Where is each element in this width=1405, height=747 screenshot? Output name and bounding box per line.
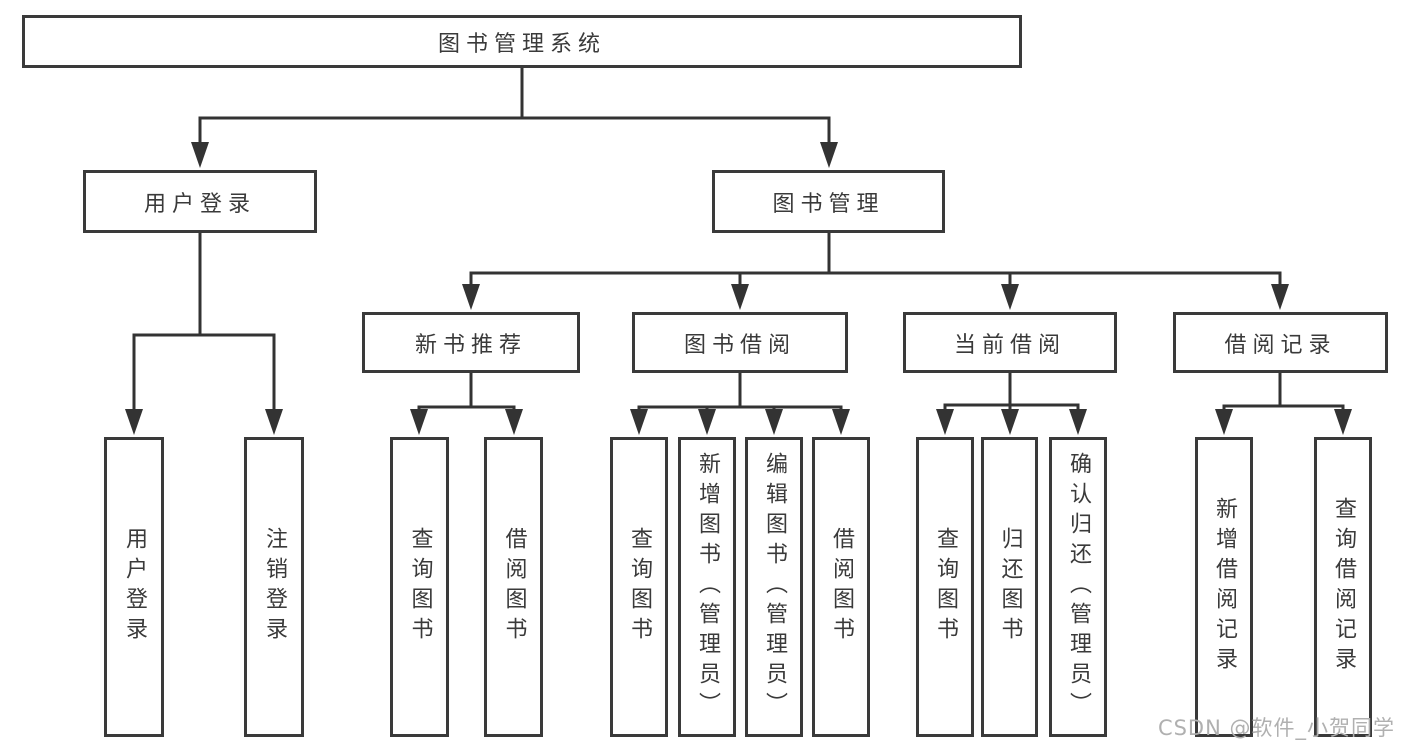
leaf-return-books-label: 归还图书 [997, 527, 1023, 647]
node-user-login-label: 用户登录 [143, 191, 256, 217]
connector-borrow-record-to-leaves [1222, 373, 1345, 410]
leaf-add-borrow-record: 新增借阅记录 [1195, 437, 1253, 737]
leaf-query-books-borrowing: 查询图书 [610, 437, 668, 737]
node-borrowing-records: 借阅记录 [1173, 312, 1388, 373]
leaf-confirm-return-admin: 确认归还（管理员） [1049, 437, 1107, 737]
leaf-borrow-books-recommend-label: 借阅图书 [501, 527, 527, 647]
leaf-query-books-recommend-label: 查询图书 [407, 527, 433, 647]
leaf-logout: 注销登录 [244, 437, 304, 737]
node-root-system-label: 图书管理系统 [437, 31, 606, 57]
leaf-borrow-books-borrowing-label: 借阅图书 [829, 527, 854, 647]
node-new-book-recommend: 新书推荐 [362, 312, 580, 373]
leaf-query-borrow-record: 查询借阅记录 [1314, 437, 1372, 737]
leaf-query-books-current-label: 查询图书 [933, 527, 958, 647]
leaf-borrow-books-borrowing: 借阅图书 [812, 437, 870, 737]
node-current-borrowing: 当前借阅 [903, 312, 1117, 373]
node-book-management: 图书管理 [712, 170, 945, 233]
leaf-borrow-books-recommend: 借阅图书 [484, 437, 543, 737]
node-root-system: 图书管理系统 [22, 15, 1022, 68]
connector-new-book-rec-to-leaves [417, 373, 516, 411]
connector-book-borrow-to-leaves [637, 373, 843, 411]
leaf-add-books-admin: 新增图书（管理员） [678, 437, 736, 737]
csdn-watermark: CSDN @软件_小贺同学 [1157, 716, 1395, 740]
leaf-query-borrow-record-label: 查询借阅记录 [1331, 497, 1356, 677]
leaf-query-books-recommend: 查询图书 [390, 437, 449, 737]
connector-current-borrow-to-leaves [943, 373, 1080, 409]
node-book-borrowing: 图书借阅 [632, 312, 848, 373]
node-book-management-label: 图书管理 [772, 191, 885, 217]
leaf-user-login: 用户登录 [104, 437, 164, 737]
leaf-edit-books-admin: 编辑图书（管理员） [745, 437, 803, 737]
node-new-book-recommend-label: 新书推荐 [414, 332, 527, 358]
leaf-user-login-label: 用户登录 [122, 527, 147, 647]
leaf-confirm-return-admin-label: 确认归还（管理员） [1066, 452, 1091, 722]
leaf-logout-label: 注销登录 [262, 527, 287, 647]
leaf-query-books-current: 查询图书 [916, 437, 974, 737]
node-borrowing-records-label: 借阅记录 [1224, 332, 1337, 358]
leaf-query-books-borrowing-label: 查询图书 [627, 527, 652, 647]
node-user-login: 用户登录 [83, 170, 317, 233]
leaf-add-borrow-record-label: 新增借阅记录 [1212, 497, 1237, 677]
connector-book-mgmt-to-level2 [469, 233, 1282, 286]
node-current-borrowing-label: 当前借阅 [953, 332, 1066, 358]
connector-user-login-to-leaves [132, 233, 276, 411]
leaf-edit-books-admin-label: 编辑图书（管理员） [762, 452, 787, 722]
node-book-borrowing-label: 图书借阅 [683, 332, 796, 358]
leaf-add-books-admin-label: 新增图书（管理员） [695, 452, 720, 722]
connector-root-to-level1 [198, 68, 831, 144]
leaf-return-books: 归还图书 [981, 437, 1038, 737]
